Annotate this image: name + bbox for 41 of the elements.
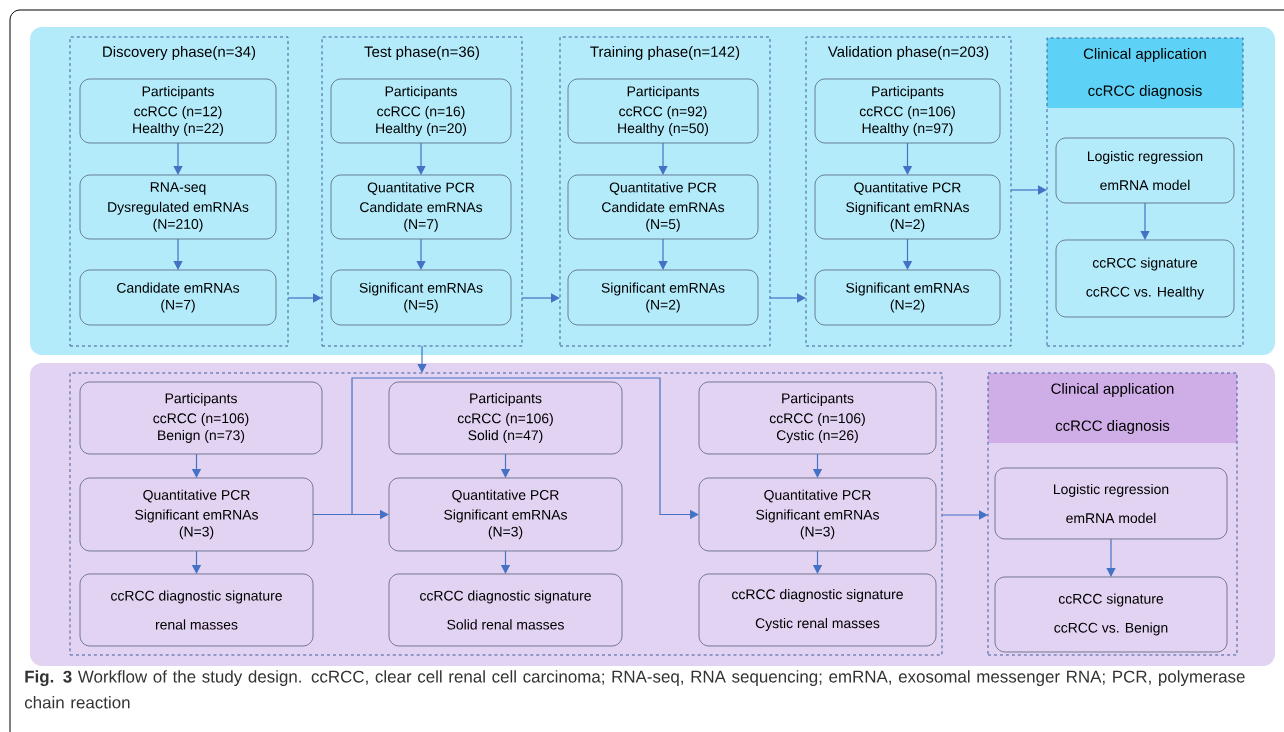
process-box: ccRCC signature ccRCC vs. Benign — [994, 576, 1228, 653]
arrow — [1106, 538, 1116, 577]
process-box: Logistic regression emRNA model — [994, 467, 1228, 540]
process-box: Significant emRNAs (N=2) — [567, 269, 759, 326]
arrow — [521, 293, 560, 303]
arrow — [416, 238, 426, 270]
process-box: ccRCC diagnostic signature renal masses — [79, 573, 314, 647]
process-box: Quantitative PCR Significant emRNAs (N=2) — [814, 174, 1001, 240]
arrow — [941, 510, 988, 520]
arrow — [1010, 185, 1047, 195]
process-box: Participants ccRCC (n=106) Solid (n=47) — [388, 381, 623, 455]
arrow — [173, 142, 183, 175]
arrow — [658, 238, 668, 270]
arrow — [658, 142, 668, 175]
process-box: Quantitative PCR Candidate emRNAs (N=7) — [330, 174, 512, 240]
process-box: ccRCC diagnostic signature Cystic renal masses — [698, 573, 937, 647]
process-box: Quantitative PCR Candidate emRNAs (N=5) — [567, 174, 759, 240]
process-box: RNA-seq Dysregulated emRNAs (N=210) — [79, 174, 277, 240]
process-box: Significant emRNAs (N=5) — [330, 269, 512, 326]
process-box: Quantitative PCR Significant emRNAs (N=3) — [79, 477, 314, 552]
arrow — [1140, 202, 1150, 240]
process-box: Participants ccRCC (n=106) Benign (n=73) — [79, 381, 323, 455]
process-box: Participants ccRCC (n=16) Healthy (n=20) — [330, 78, 512, 144]
process-box: Participants ccRCC (n=12) Healthy (n=22) — [79, 78, 277, 144]
process-box: Participants ccRCC (n=106) Cystic (n=26) — [698, 381, 937, 455]
process-box: ccRCC diagnostic signature Solid renal masses — [388, 573, 623, 647]
process-box: Logistic regression emRNA model — [1055, 137, 1235, 204]
dashed-group-box — [69, 372, 943, 656]
arrow — [173, 238, 183, 270]
process-box: Quantitative PCR Significant emRNAs (N=3) — [698, 477, 937, 552]
arrow — [417, 345, 427, 373]
process-box: Participants ccRCC (n=92) Healthy (n=50) — [567, 78, 759, 144]
process-box: Significant emRNAs (N=2) — [814, 269, 1001, 326]
arrow — [416, 142, 426, 175]
figure-caption: Fig. 3 Workflow of the study design. ccRCC, clear cell renal cell carcinoma; RNA-seq, RNA sequencing; emRNA, exosomal messenger RNA; PCR, polymerase chain reaction — [24, 670, 1245, 709]
process-box: Quantitative PCR Significant emRNAs (N=3) — [388, 477, 623, 552]
arrow — [287, 293, 322, 303]
arrow — [769, 293, 806, 303]
process-box: Candidate emRNAs (N=7) — [79, 269, 277, 326]
process-box: Participants ccRCC (n=106) Healthy (n=97) — [814, 78, 1001, 144]
process-box: ccRCC signature ccRCC vs. Healthy — [1055, 239, 1235, 318]
